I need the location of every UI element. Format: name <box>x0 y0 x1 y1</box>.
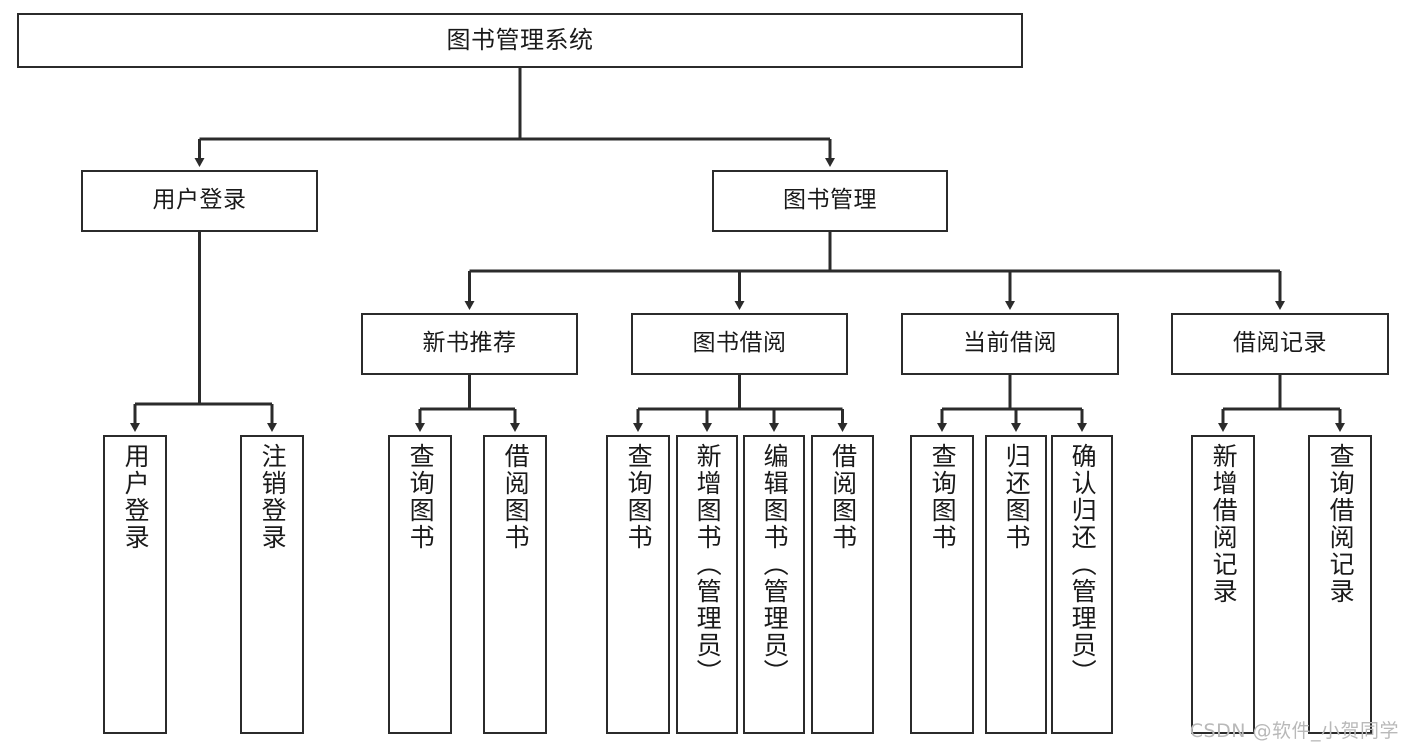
node-book-manage[interactable]: 图书管理 <box>712 170 948 232</box>
node-leaf-add-book-label: 新增图书（管理员） <box>693 443 723 686</box>
node-root-system[interactable]: 图书管理系统 <box>17 13 1023 68</box>
node-book-manage-label: 图书管理 <box>783 187 877 214</box>
node-leaf-query-book-brw-label: 查询图书 <box>624 443 654 551</box>
node-root-system-label: 图书管理系统 <box>446 26 594 55</box>
node-leaf-query-book-cur[interactable]: 查询图书 <box>910 435 974 734</box>
node-book-borrow-label: 图书借阅 <box>692 330 787 357</box>
node-leaf-borrow-book-rec-label: 借阅图书 <box>501 443 531 551</box>
node-user-login-label: 用户登录 <box>152 187 247 214</box>
node-leaf-user-login-label: 用户登录 <box>121 443 151 551</box>
node-new-book-recommend[interactable]: 新书推荐 <box>361 313 578 375</box>
node-leaf-borrow-book-brw-label: 借阅图书 <box>828 443 858 551</box>
node-leaf-query-record-label: 查询借阅记录 <box>1326 443 1356 605</box>
node-leaf-user-logout[interactable]: 注销登录 <box>240 435 304 734</box>
node-borrow-record[interactable]: 借阅记录 <box>1171 313 1389 375</box>
node-leaf-add-book[interactable]: 新增图书（管理员） <box>676 435 738 734</box>
node-leaf-return-book-label: 归还图书 <box>1002 443 1032 551</box>
node-leaf-user-logout-label: 注销登录 <box>258 443 288 551</box>
node-leaf-query-book-rec-label: 查询图书 <box>406 443 436 551</box>
node-leaf-confirm-return[interactable]: 确认归还（管理员） <box>1051 435 1113 734</box>
node-leaf-borrow-book-rec[interactable]: 借阅图书 <box>483 435 547 734</box>
node-book-borrow[interactable]: 图书借阅 <box>631 313 848 375</box>
node-borrow-record-label: 借阅记录 <box>1233 330 1327 357</box>
node-new-book-recommend-label: 新书推荐 <box>422 330 517 357</box>
node-leaf-add-record[interactable]: 新增借阅记录 <box>1191 435 1255 734</box>
node-user-login[interactable]: 用户登录 <box>81 170 318 232</box>
node-current-borrow-label: 当前借阅 <box>963 330 1057 357</box>
node-current-borrow[interactable]: 当前借阅 <box>901 313 1119 375</box>
node-leaf-edit-book-label: 编辑图书（管理员） <box>760 443 790 686</box>
csdn-watermark: CSDN @软件_小贺同学 <box>1189 720 1399 742</box>
node-leaf-return-book[interactable]: 归还图书 <box>985 435 1047 734</box>
node-leaf-confirm-return-label: 确认归还（管理员） <box>1068 443 1098 686</box>
node-leaf-add-record-label: 新增借阅记录 <box>1209 443 1239 605</box>
node-leaf-query-book-rec[interactable]: 查询图书 <box>388 435 452 734</box>
node-leaf-borrow-book-brw[interactable]: 借阅图书 <box>811 435 874 734</box>
node-leaf-user-login[interactable]: 用户登录 <box>103 435 167 734</box>
node-leaf-edit-book[interactable]: 编辑图书（管理员） <box>743 435 805 734</box>
node-leaf-query-book-brw[interactable]: 查询图书 <box>606 435 670 734</box>
node-leaf-query-record[interactable]: 查询借阅记录 <box>1308 435 1372 734</box>
node-leaf-query-book-cur-label: 查询图书 <box>928 443 958 551</box>
